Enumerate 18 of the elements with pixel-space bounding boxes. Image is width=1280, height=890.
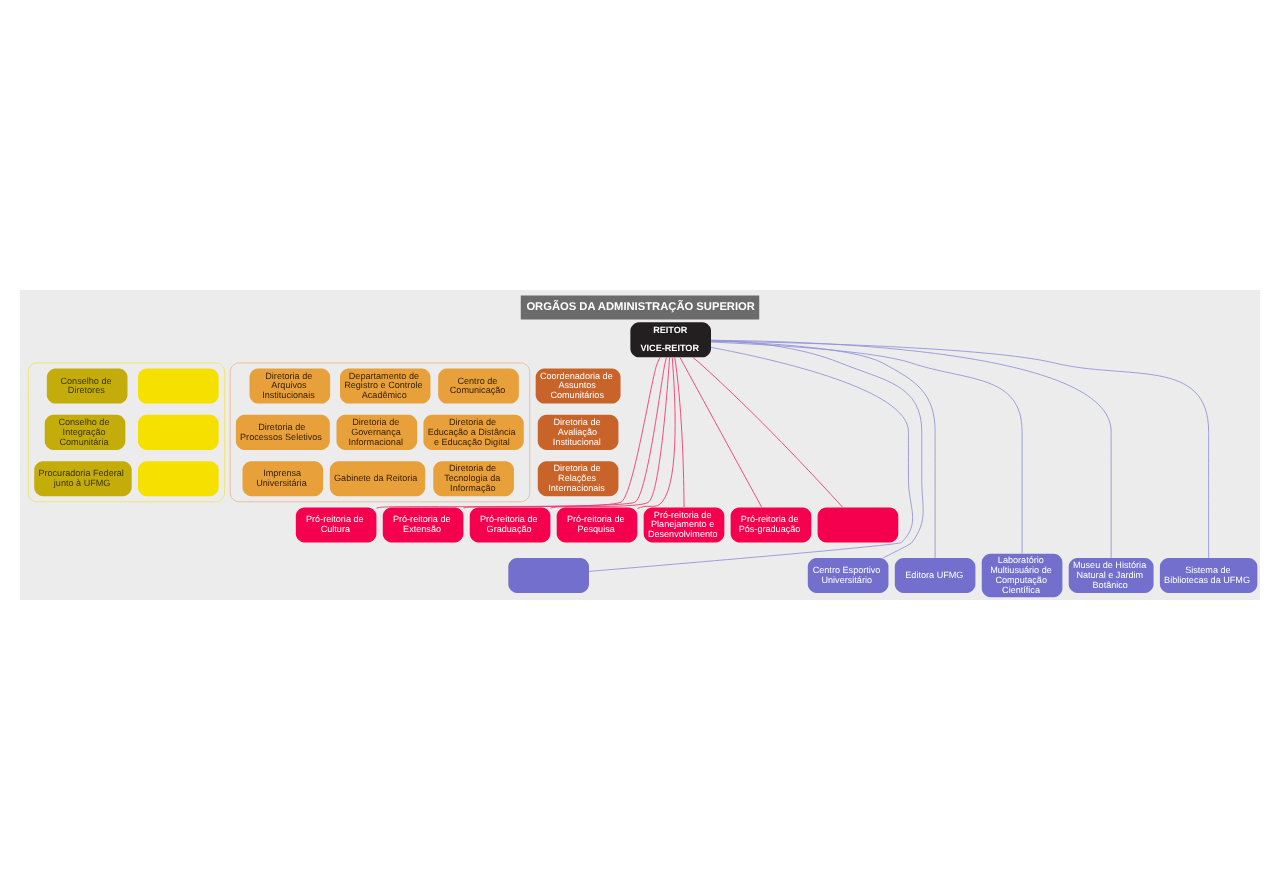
node-box: [138, 368, 219, 404]
connector: [674, 356, 685, 508]
node-box: [138, 461, 219, 497]
connector: [710, 340, 1210, 559]
connector: [588, 346, 914, 572]
node-box: [508, 557, 589, 593]
connector: [550, 357, 670, 509]
connector: [637, 357, 676, 509]
cluster: [229, 362, 531, 503]
connector: [376, 356, 661, 509]
connector: [679, 357, 763, 508]
node-box: [817, 507, 899, 543]
connector: [692, 356, 844, 508]
cluster: [27, 362, 226, 503]
connector: [463, 356, 667, 509]
connector: [710, 341, 1023, 554]
node-box: [138, 414, 219, 450]
connector: [710, 339, 1112, 559]
